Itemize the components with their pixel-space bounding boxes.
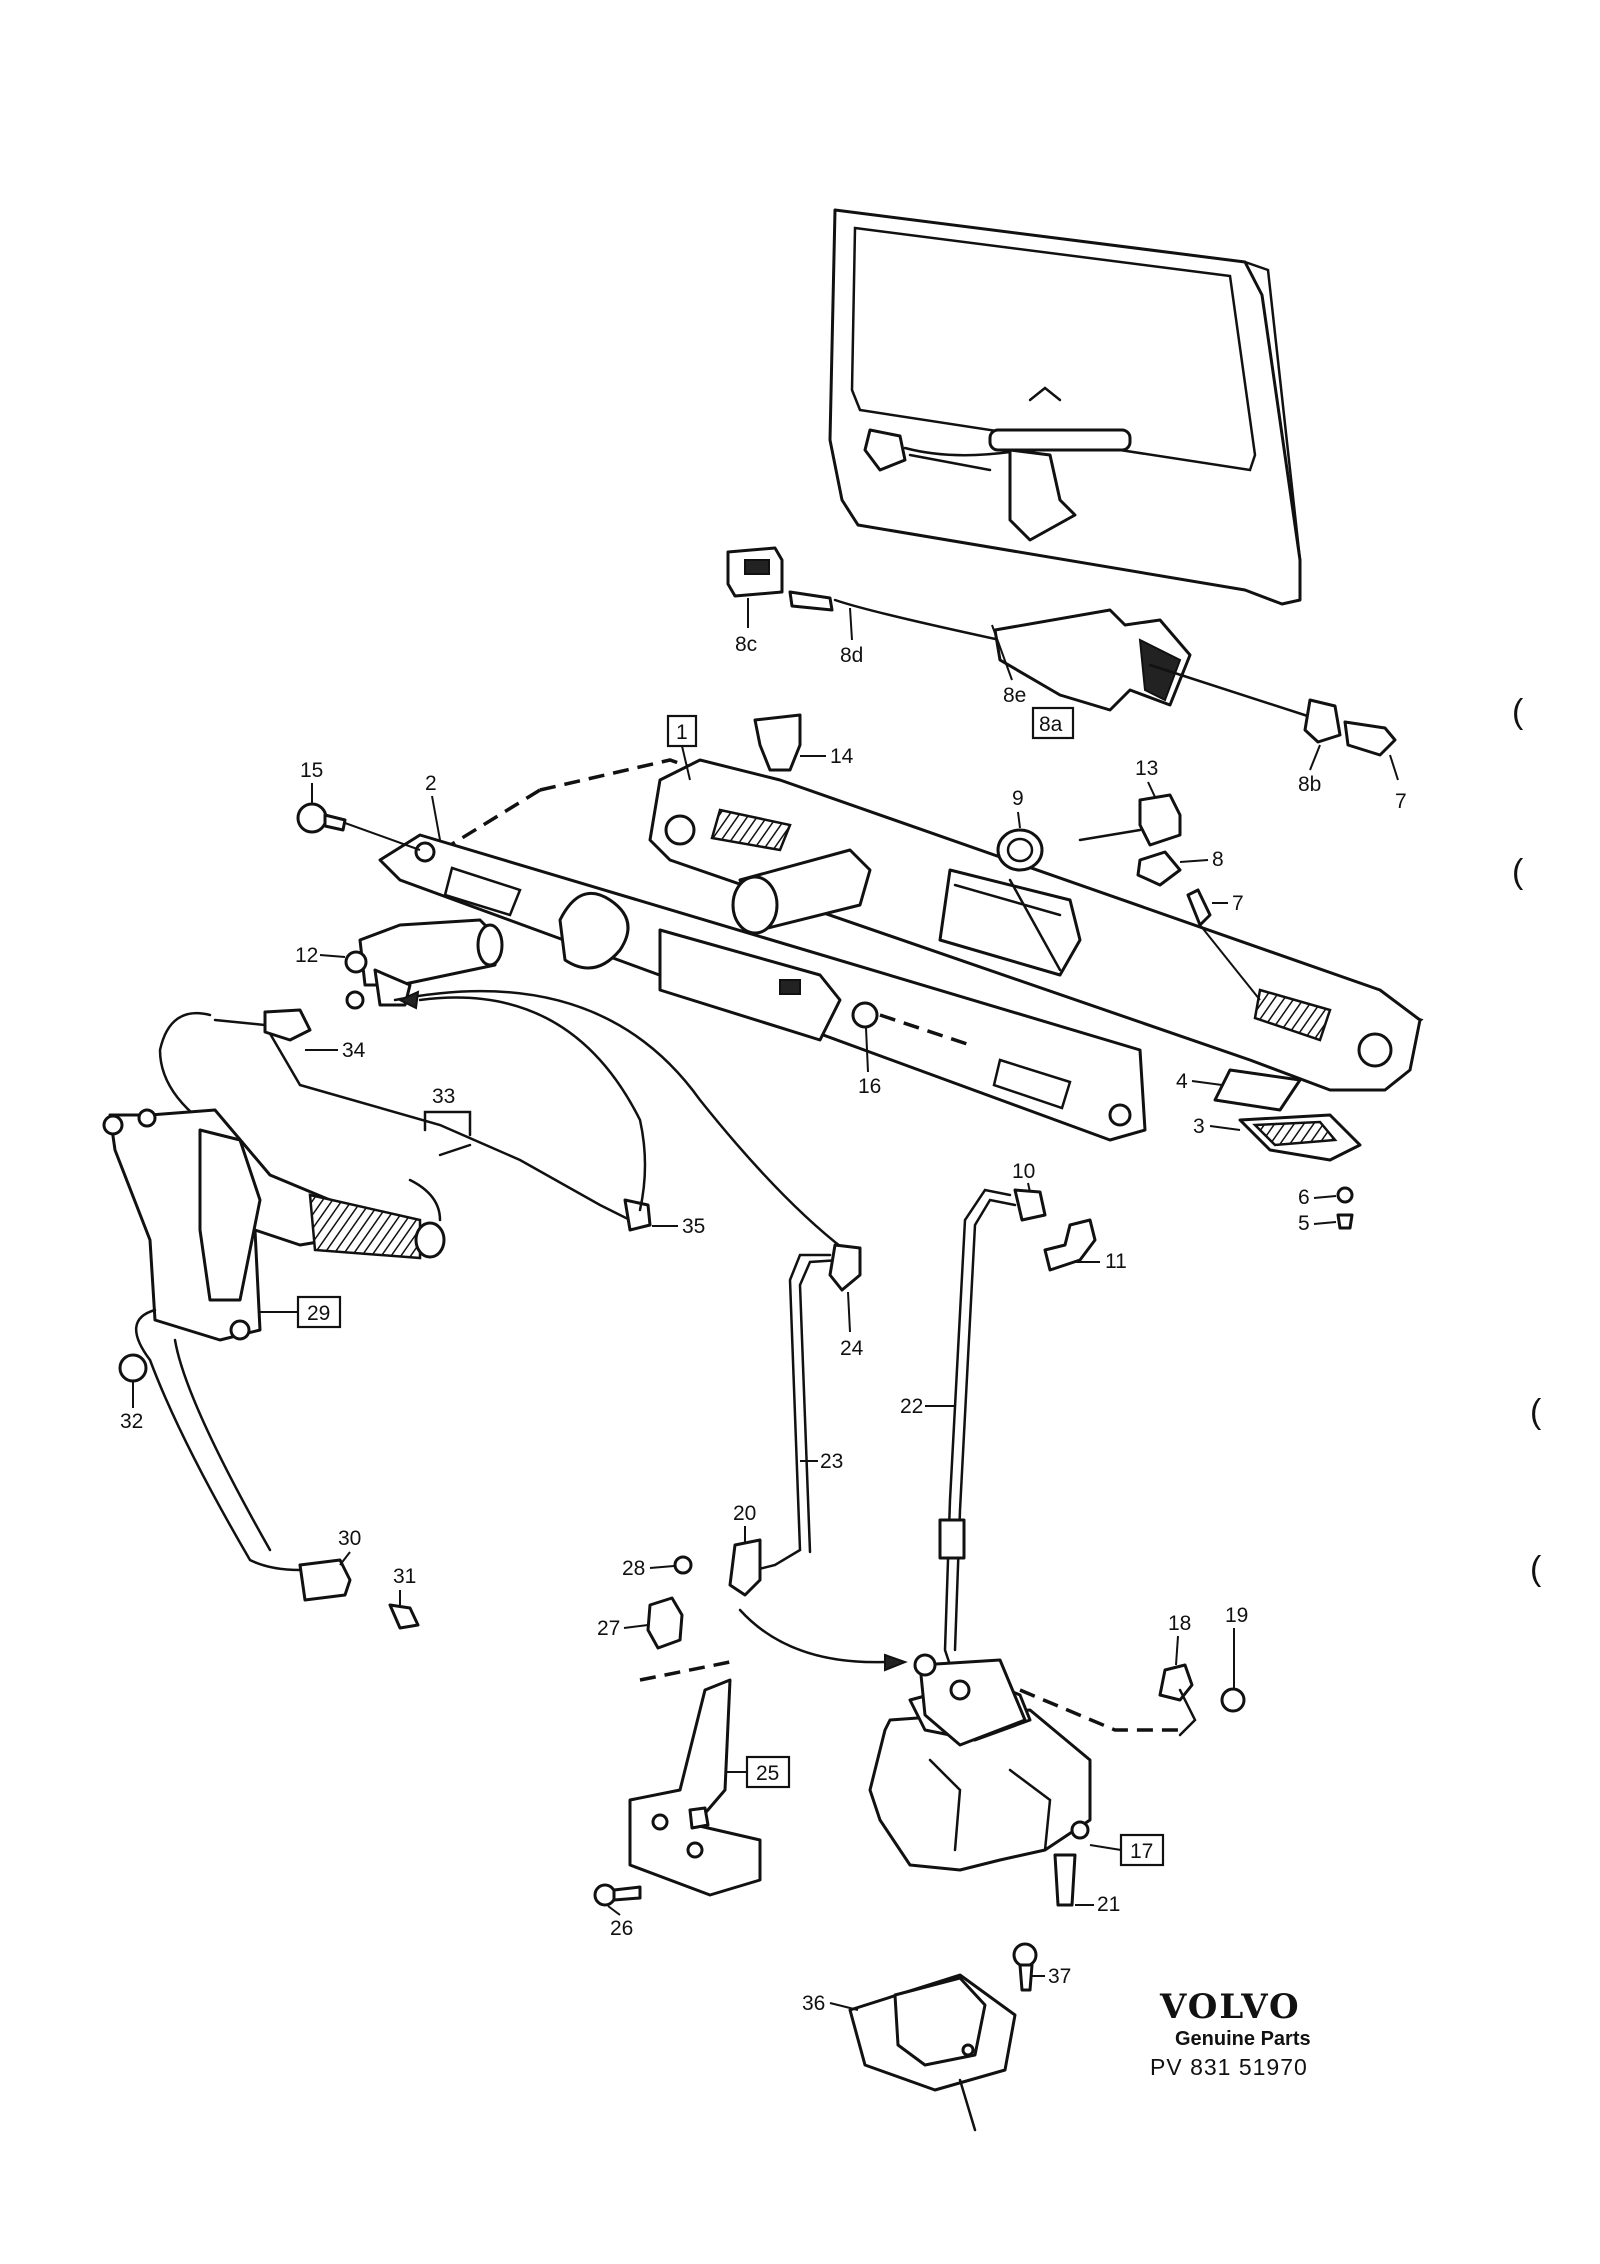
label-17: 17	[1130, 1840, 1153, 1863]
label-27: 27	[597, 1617, 620, 1640]
label-23: 23	[820, 1450, 843, 1473]
clip-14	[753, 713, 802, 772]
bolt-21	[1053, 1853, 1077, 1907]
wires	[134, 1308, 302, 1572]
cable-assembly	[726, 546, 1397, 757]
label-29: 29	[307, 1302, 330, 1325]
label-8c: 8c	[735, 633, 757, 656]
part-code: PV 831 51970	[1150, 2054, 1308, 2080]
bushing-10	[1013, 1188, 1047, 1222]
label-12: 12	[295, 944, 318, 967]
block-27	[646, 1596, 684, 1650]
label-32: 32	[120, 1410, 143, 1433]
label-33: 33	[432, 1085, 455, 1108]
striker-36	[848, 1973, 1017, 2132]
label-28: 28	[622, 1557, 645, 1580]
margin-mark: (	[1530, 1393, 1542, 1431]
clip-24	[828, 1243, 862, 1292]
label-8: 8	[1212, 848, 1224, 871]
screw-37	[1012, 1942, 1038, 1992]
margin-mark: (	[1530, 1550, 1542, 1588]
label-37: 37	[1048, 1965, 1071, 1988]
bushing-16	[851, 1001, 879, 1029]
screw-5	[1336, 1213, 1354, 1230]
label-8e: 8e	[1003, 684, 1026, 707]
label-11: 11	[1105, 1250, 1127, 1273]
bulb-7	[1186, 888, 1212, 927]
latch-17	[868, 1653, 1180, 1872]
label-3: 3	[1193, 1115, 1205, 1138]
rod-22	[943, 1188, 1012, 1682]
branding: VOLVO Genuine Parts PV 831 51970	[1150, 1987, 1311, 2080]
pad-4	[1213, 1068, 1302, 1112]
bracket-25	[628, 1678, 762, 1897]
lock-cylinder-12	[344, 918, 504, 1010]
arc-arrow	[393, 989, 847, 1252]
label-6: 6	[1298, 1186, 1310, 1209]
label-5: 5	[1298, 1212, 1310, 1235]
nut-19	[1220, 1687, 1246, 1713]
label-18: 18	[1168, 1612, 1191, 1635]
label-13: 13	[1135, 757, 1158, 780]
label-20: 20	[733, 1502, 756, 1525]
label-2: 2	[425, 772, 437, 795]
margin-marks: ( ( ( (	[1512, 693, 1542, 1588]
washer-28	[673, 1555, 693, 1575]
connector-30	[298, 1558, 352, 1602]
rod-23	[753, 1253, 832, 1572]
label-14: 14	[830, 745, 854, 768]
tailgate-door	[828, 208, 1302, 606]
margin-mark: (	[1512, 853, 1524, 891]
label-26: 26	[610, 1917, 633, 1940]
bolt-15	[296, 802, 421, 851]
label-24: 24	[840, 1337, 864, 1360]
label-21: 21	[1097, 1893, 1120, 1916]
label-8b: 8b	[1298, 773, 1321, 796]
nut-6	[1336, 1186, 1354, 1204]
clip-11	[1043, 1218, 1097, 1272]
label-34: 34	[342, 1039, 366, 1062]
lever-arm-29	[102, 1108, 446, 1342]
clip-20	[728, 1538, 762, 1597]
label-36: 36	[802, 1992, 825, 2015]
nut-32	[118, 1353, 148, 1383]
label-31: 31	[393, 1565, 416, 1588]
label-8d: 8d	[840, 644, 863, 667]
label-8a: 8a	[1039, 713, 1063, 736]
handle-bar-assembly	[378, 758, 1424, 1142]
label-9: 9	[1012, 787, 1024, 810]
label-4: 4	[1176, 1070, 1188, 1093]
margin-mark: (	[1512, 693, 1524, 731]
label-19: 19	[1225, 1604, 1248, 1627]
label-35: 35	[682, 1215, 705, 1238]
release-cable-33	[158, 1008, 652, 1232]
genuine-parts-label: Genuine Parts	[1175, 2028, 1311, 2050]
label-15: 15	[300, 759, 323, 782]
label-16: 16	[858, 1075, 881, 1098]
part-labels: 1 2 3 4 5 6 7 7 8 8a 8b 8c 8d 8e 9 10 11…	[120, 598, 1407, 2015]
bolt-26	[593, 1883, 642, 1907]
label-7b: 7	[1232, 892, 1244, 915]
key-13	[1138, 793, 1182, 847]
label-1: 1	[676, 721, 688, 744]
switch-8	[1136, 850, 1182, 887]
ring-9	[996, 828, 1044, 872]
lever-18	[1158, 1663, 1194, 1702]
label-25: 25	[756, 1762, 779, 1785]
volvo-logo: VOLVO	[1159, 1987, 1301, 2027]
label-30: 30	[338, 1527, 361, 1550]
label-22: 22	[900, 1395, 923, 1418]
terminal-31	[388, 1603, 420, 1630]
label-10: 10	[1012, 1160, 1035, 1183]
label-7a: 7	[1395, 790, 1407, 813]
